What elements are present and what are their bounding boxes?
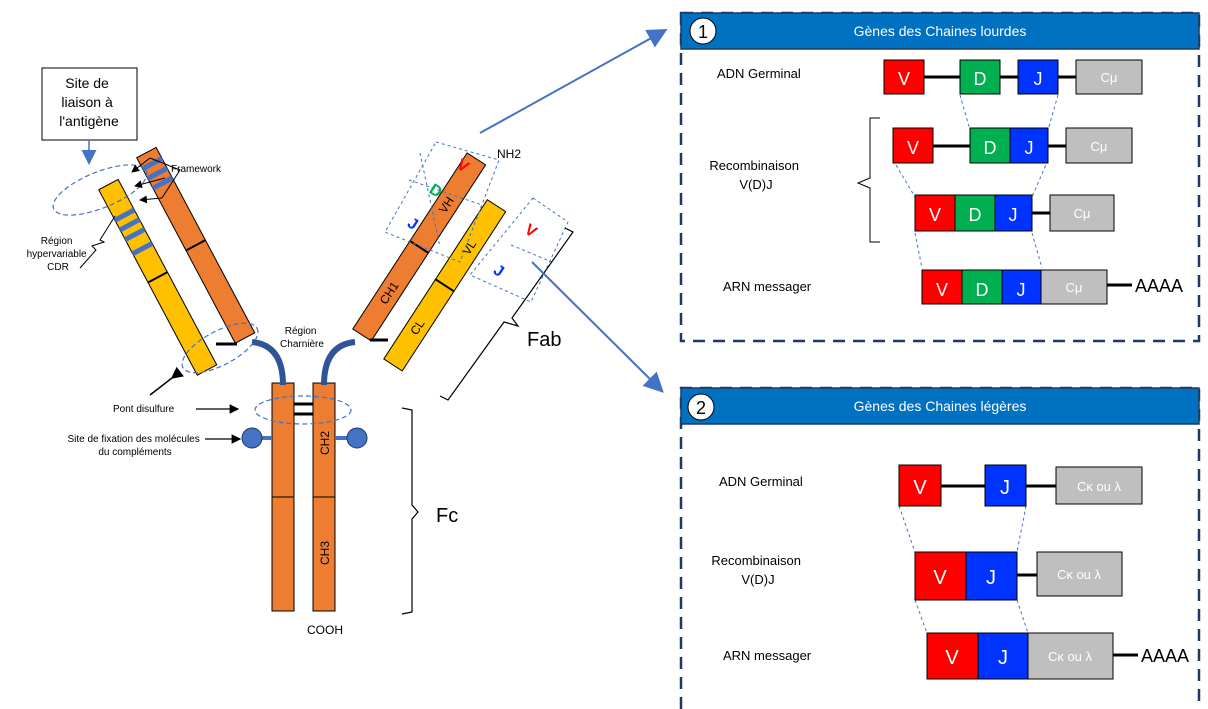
light-polya: AAAA — [1141, 646, 1189, 666]
right-light-chain: VL CL — [383, 198, 507, 372]
light-panel-title: Gènes des Chaines légères — [854, 398, 1027, 414]
fc-label: Fc — [436, 505, 458, 527]
heavy-panel-title: Gènes des Chaines lourdes — [854, 23, 1027, 39]
light-panel-header — [680, 387, 1200, 425]
heavy-panel-number: 1 — [698, 22, 708, 42]
light-mrna-v: V — [945, 647, 959, 669]
heavy-vdj-c: Cμ — [1074, 206, 1091, 221]
light-mrna-c: Cκ ou λ — [1048, 649, 1093, 664]
light-germ-v: V — [913, 477, 927, 499]
heavy-row3-label: ARN messager — [723, 279, 812, 294]
heavy-vdj-d: D — [969, 205, 982, 225]
vl-j-segment: J — [490, 262, 507, 281]
light-vj-j: J — [986, 567, 996, 589]
framework-label: Framework — [171, 164, 222, 175]
nh2-label: NH2 — [497, 147, 521, 161]
fab-bracket — [439, 227, 574, 401]
heavy-dj-v: V — [907, 138, 919, 158]
heavy-germ-j: J — [1034, 69, 1043, 89]
light-vj-c: Cκ ou λ — [1057, 567, 1102, 582]
heavy-mrna-d: D — [976, 280, 989, 300]
antigen-site-box — [41, 67, 138, 141]
heavy-polya: AAAA — [1135, 276, 1183, 296]
antigen-site-ellipse — [52, 164, 148, 216]
cooh-label: COOH — [307, 623, 343, 637]
heavy-dj-d: D — [984, 138, 997, 158]
heavy-mrna-c: Cμ — [1066, 280, 1083, 295]
antigen-site-label: Site de liaison à l'antigène — [59, 75, 119, 129]
heavy-germ-c: Cμ — [1101, 70, 1118, 85]
light-chain-panel: 2 Gènes des Chaines légères ADN Germinal… — [679, 386, 1201, 709]
vl-label: VL — [459, 237, 479, 257]
heavy-mrna-j: J — [1017, 280, 1026, 300]
antibody: CH2 CH3 — [27, 67, 574, 637]
complement-site-left — [241, 427, 263, 449]
heavy-row2-label: Recombinaison V(D)J — [709, 158, 802, 192]
ch3-label: CH3 — [318, 541, 332, 565]
cdr-label: Région hypervariable CDR — [27, 236, 90, 273]
complement-label: Site de fixation des molécules du complé… — [67, 434, 202, 458]
light-row2-label: Recombinaison V(D)J — [711, 553, 804, 587]
heavy-vdj-v: V — [929, 205, 941, 225]
heavy-mrna-v: V — [936, 280, 948, 300]
heavy-germ-d: D — [974, 69, 987, 89]
left-heavy-chain — [136, 146, 256, 344]
light-panel-number: 2 — [696, 398, 706, 418]
arrow-to-light-panel — [531, 261, 664, 393]
fab-label: Fab — [527, 329, 561, 351]
vl-v-segment: V — [521, 221, 539, 241]
complement-site-right — [346, 427, 368, 449]
light-row1-label: ADN Germinal — [719, 474, 803, 489]
light-germ-c: Cκ ou λ — [1077, 479, 1122, 494]
left-light-chain — [98, 178, 218, 376]
disulfide-label: Pont disulfure — [113, 404, 175, 415]
light-germ-j: J — [1000, 477, 1010, 499]
heavy-row1-label: ADN Germinal — [717, 66, 801, 81]
right-heavy-chain: VH CH1 — [352, 152, 487, 342]
light-vj-v: V — [933, 567, 947, 589]
heavy-panel-header — [680, 12, 1200, 50]
ch2-label: CH2 — [318, 431, 332, 455]
heavy-vdj-j: J — [1009, 205, 1018, 225]
heavy-chain-panel: 1 Gènes des Chaines lourdes ADN Germinal… — [679, 11, 1201, 343]
arrow-to-heavy-panel — [479, 29, 668, 134]
hinge-label: Région Charnière — [280, 326, 324, 350]
disulfide-ellipse — [254, 395, 352, 425]
variable-region-segments — [384, 141, 569, 303]
heavy-dj-j: J — [1025, 138, 1034, 158]
heavy-dj-c: Cμ — [1091, 139, 1108, 154]
fc-bracket — [401, 407, 419, 615]
light-mrna-j: J — [998, 647, 1008, 669]
light-row3-label: ARN messager — [723, 648, 812, 663]
heavy-germ-v: V — [898, 69, 910, 89]
